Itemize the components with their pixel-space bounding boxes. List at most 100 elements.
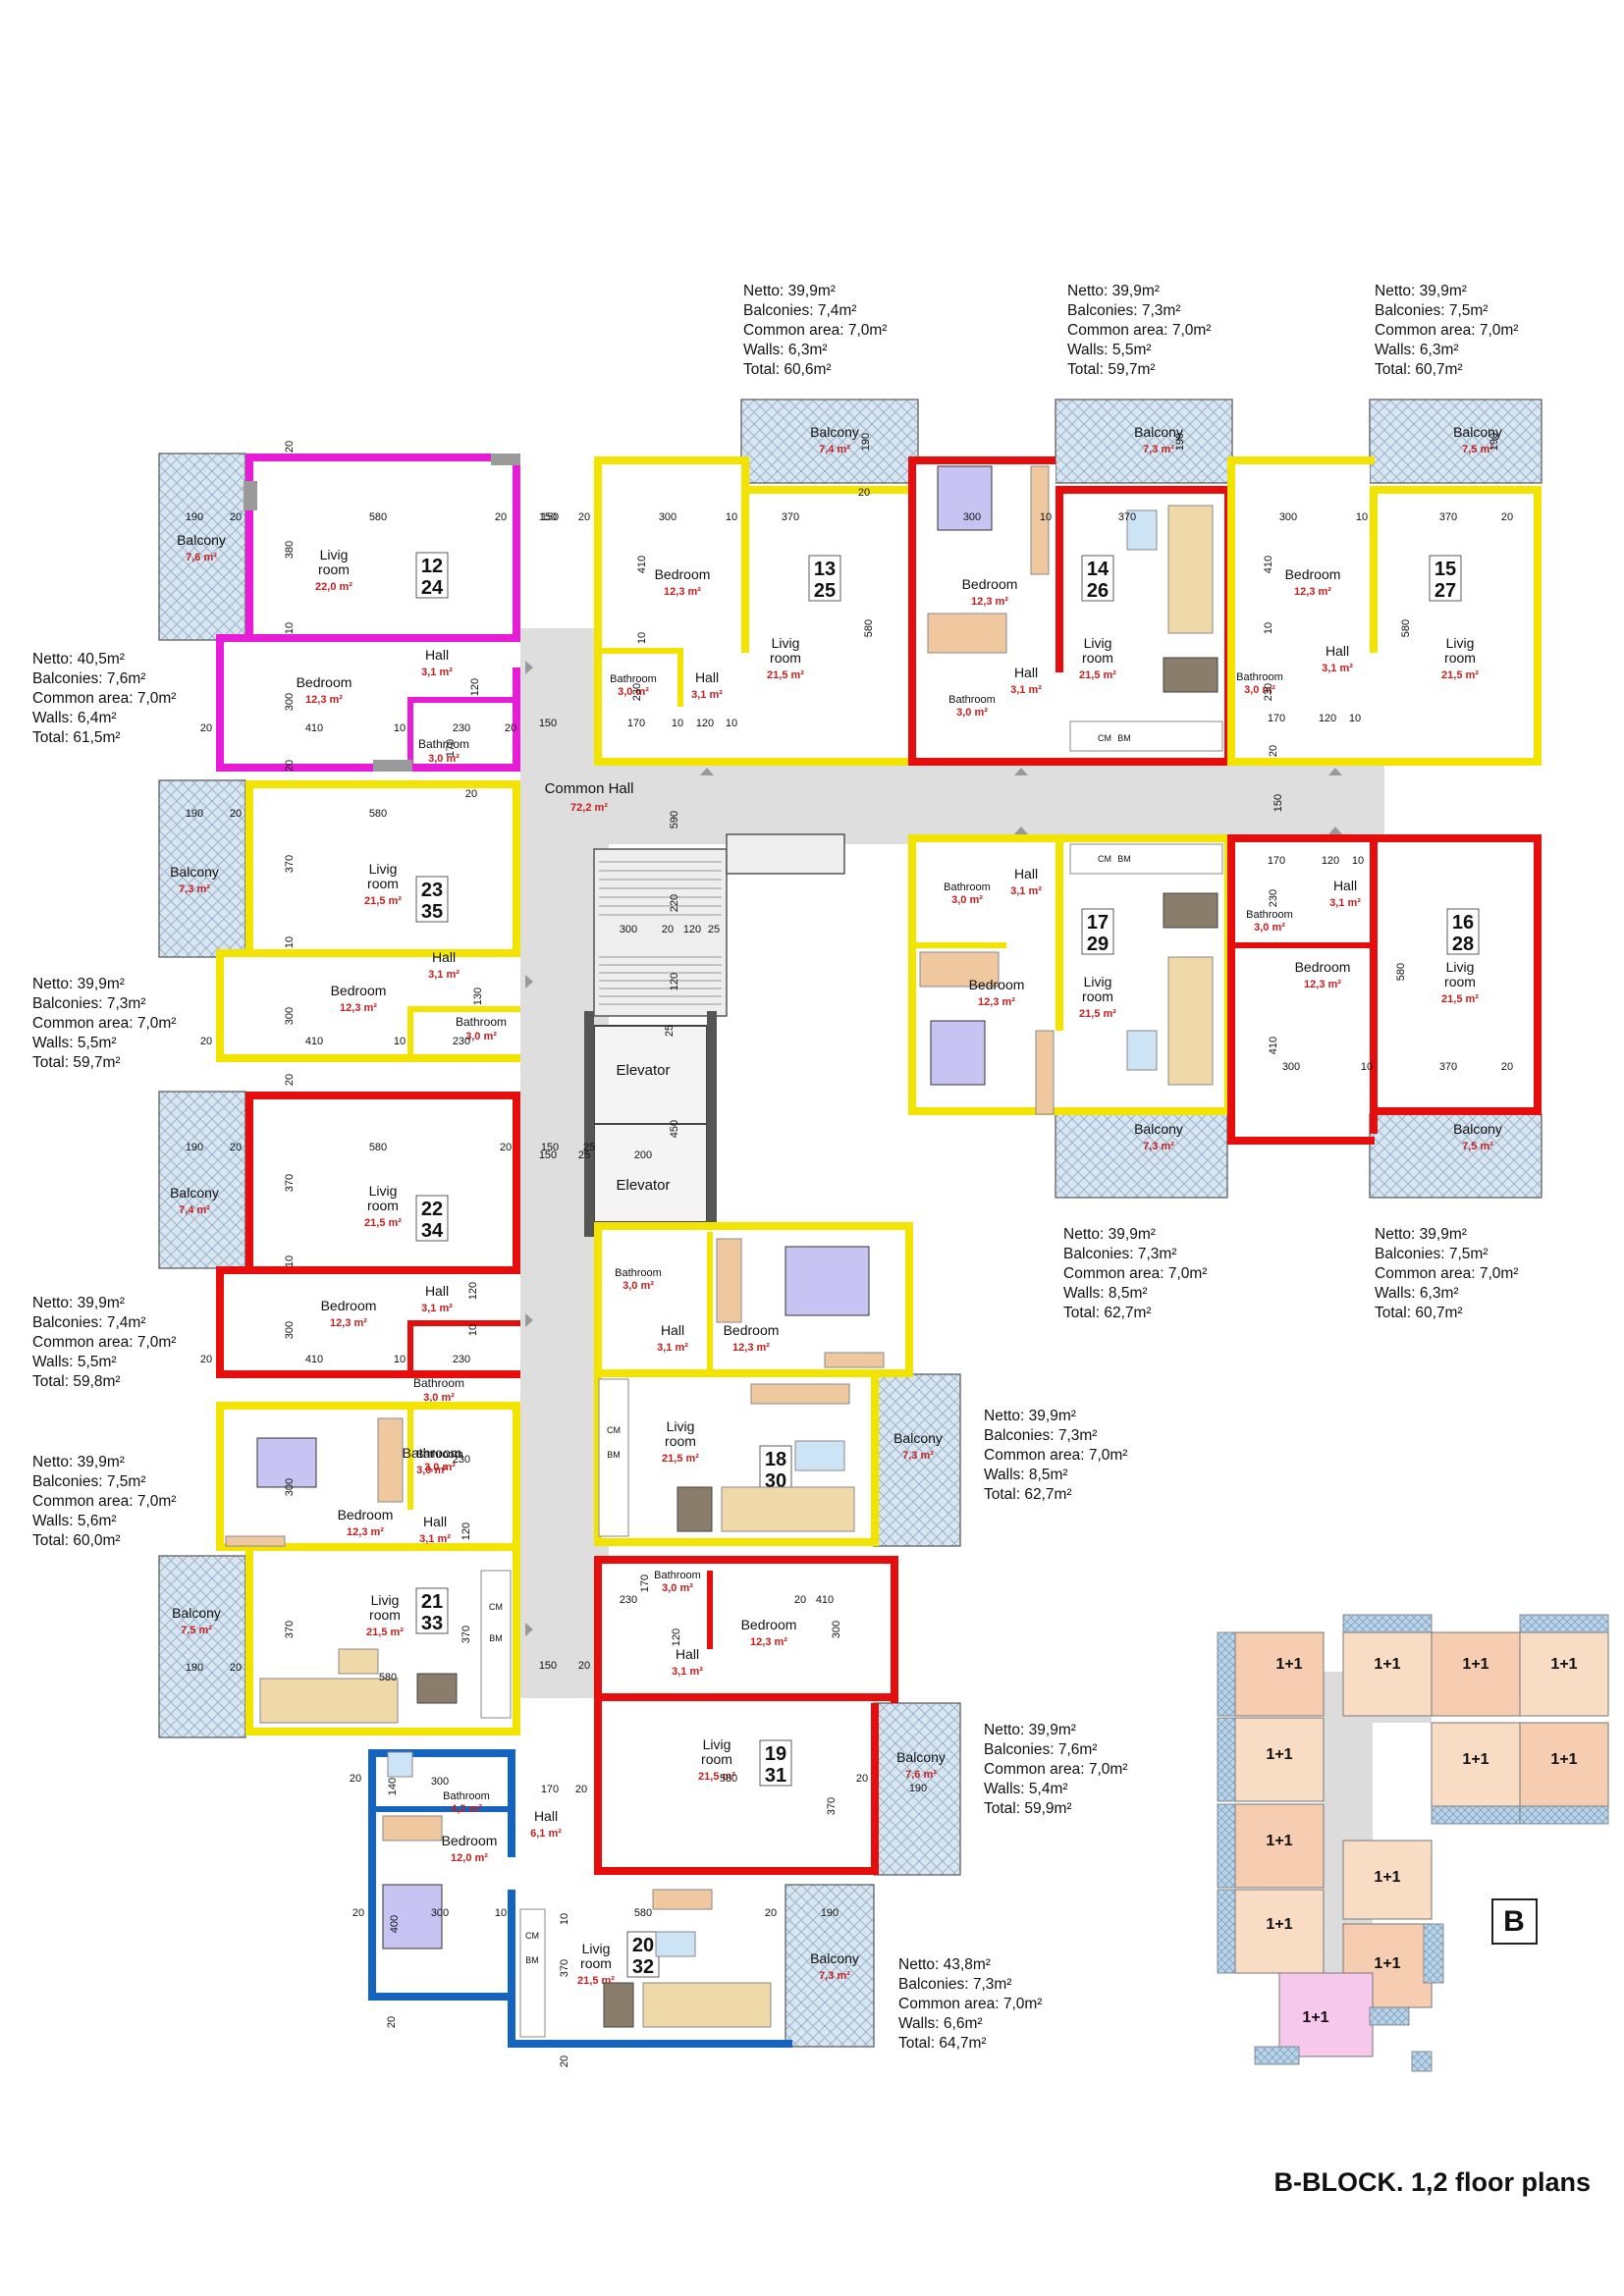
dimension-label: 20 [350, 1773, 361, 1785]
unit-number: 21 [421, 1591, 443, 1613]
unit-wall [594, 1222, 913, 1230]
room-area: 12,0 m² [451, 1852, 488, 1864]
unit-wall [216, 634, 520, 642]
room-name: Balcony [170, 1185, 219, 1201]
room-name: Livig [667, 1418, 695, 1434]
room-area: 21,5 m² [1079, 1008, 1116, 1020]
dimension-label: 410 [305, 722, 323, 734]
unit-wall [1227, 834, 1235, 1144]
unit-wall [891, 1556, 898, 1703]
unit-summary-line: Netto: 39,9m² [1375, 1226, 1467, 1243]
unit-wall [594, 648, 682, 654]
room-name: room [701, 1751, 732, 1767]
dimension-label: 370 [826, 1797, 838, 1815]
room-name: Bedroom [1285, 566, 1341, 582]
wardrobe [927, 613, 1007, 654]
room-name: Bedroom [321, 1298, 377, 1313]
dimension-label: 170 [541, 1784, 559, 1795]
key-plan-balcony [1342, 1614, 1433, 1633]
dimension-label: 10 [1356, 511, 1368, 523]
kitchen-counter [480, 1570, 512, 1719]
room-area: 3,1 m² [421, 667, 453, 678]
key-plan-unit [1342, 1840, 1433, 1920]
room-name: Hall [425, 1283, 449, 1299]
room-area: 21,5 m² [364, 1217, 402, 1229]
unit-summary-line: Netto: 39,9m² [1067, 283, 1160, 299]
appliance-label: BM [1117, 733, 1131, 743]
block-letter: B [1503, 1905, 1525, 1938]
unit-wall [407, 1006, 413, 1060]
unit-wall [407, 1402, 413, 1510]
room-name: Bathroom [418, 737, 469, 751]
dimension-label: 10 [394, 1354, 406, 1365]
dimension-label: 120 [460, 1522, 472, 1540]
unit-wall [245, 1092, 520, 1099]
unit-wall [216, 764, 520, 772]
unit-summary-line: Total: 60,7m² [1375, 361, 1463, 378]
unit-wall [407, 697, 520, 703]
key-plan-unit-label: 1+1 [1462, 1656, 1489, 1673]
room-area: 3,0 m² [956, 707, 988, 719]
room-name: Balcony [810, 424, 859, 440]
room-name: room [369, 1607, 401, 1623]
unit-wall [908, 456, 1056, 464]
unit-wall [216, 1266, 520, 1274]
dimension-label: 10 [394, 722, 406, 734]
unit-summary-line: Netto: 39,9m² [32, 1454, 125, 1470]
dimension-label: 20 [794, 1594, 806, 1606]
room-name: Bedroom [962, 576, 1018, 592]
room-area: 7,5 m² [1462, 444, 1493, 455]
room-name: Balcony [893, 1430, 943, 1446]
unit-number-box [1429, 555, 1462, 602]
dimension-label: 120 [671, 1629, 682, 1646]
unit-wall [594, 1693, 898, 1701]
tv-unit [652, 1889, 713, 1910]
room-area: 7,3 m² [1143, 1141, 1174, 1152]
room-name: Bedroom [442, 1833, 498, 1848]
unit-number: 20 [632, 1935, 654, 1956]
room-name: room [1444, 650, 1476, 666]
room-area: 12,3 m² [732, 1342, 770, 1354]
elevator-label: Elevator [616, 1177, 670, 1194]
dimension-label: 170 [1268, 713, 1285, 724]
room-name: Bathroom [1246, 909, 1293, 921]
dimension-label: 20 [858, 487, 870, 499]
room-area: 12,3 m² [978, 996, 1015, 1008]
common-hall-floor [520, 766, 1384, 844]
wardrobe [382, 1815, 443, 1842]
unit-number-box [1081, 555, 1114, 602]
dimension-label: 580 [1395, 963, 1407, 981]
arrow-icon [525, 975, 533, 988]
room-area: 12,3 m² [1294, 586, 1331, 598]
room-area: 12,3 m² [347, 1526, 384, 1538]
unit-summary-line: Netto: 39,9m² [984, 1408, 1076, 1424]
dimension-label: 20 [230, 1142, 242, 1153]
unit-wall [1056, 1107, 1232, 1115]
unit-wall [1370, 486, 1378, 653]
unit-wall [407, 1006, 520, 1012]
unit-summary-line: Balconies: 7,3m² [1063, 1246, 1177, 1262]
unit-wall [407, 697, 413, 772]
unit-number: 34 [421, 1220, 444, 1242]
dimension-label: 150 [541, 511, 559, 523]
unit-number-box [415, 1587, 449, 1634]
room-name: room [1444, 974, 1476, 989]
room-name: Bathroom [610, 673, 657, 685]
dimension-label: 20 [856, 1773, 868, 1785]
unit-wall [508, 2040, 792, 2048]
room-floor [245, 1092, 520, 1268]
dimension-label: 10 [1349, 713, 1361, 724]
room-floor [1370, 839, 1542, 1114]
key-plan-balcony [1431, 1805, 1521, 1825]
room-name: Livig [369, 1183, 398, 1199]
dimension-label: 20 [495, 511, 507, 523]
dimension-label: 20 [230, 1662, 242, 1674]
window-post [491, 454, 520, 465]
room-area: 3,1 m² [419, 1533, 451, 1545]
unit-number: 16 [1452, 912, 1474, 934]
room-name: Balcony [1134, 424, 1183, 440]
